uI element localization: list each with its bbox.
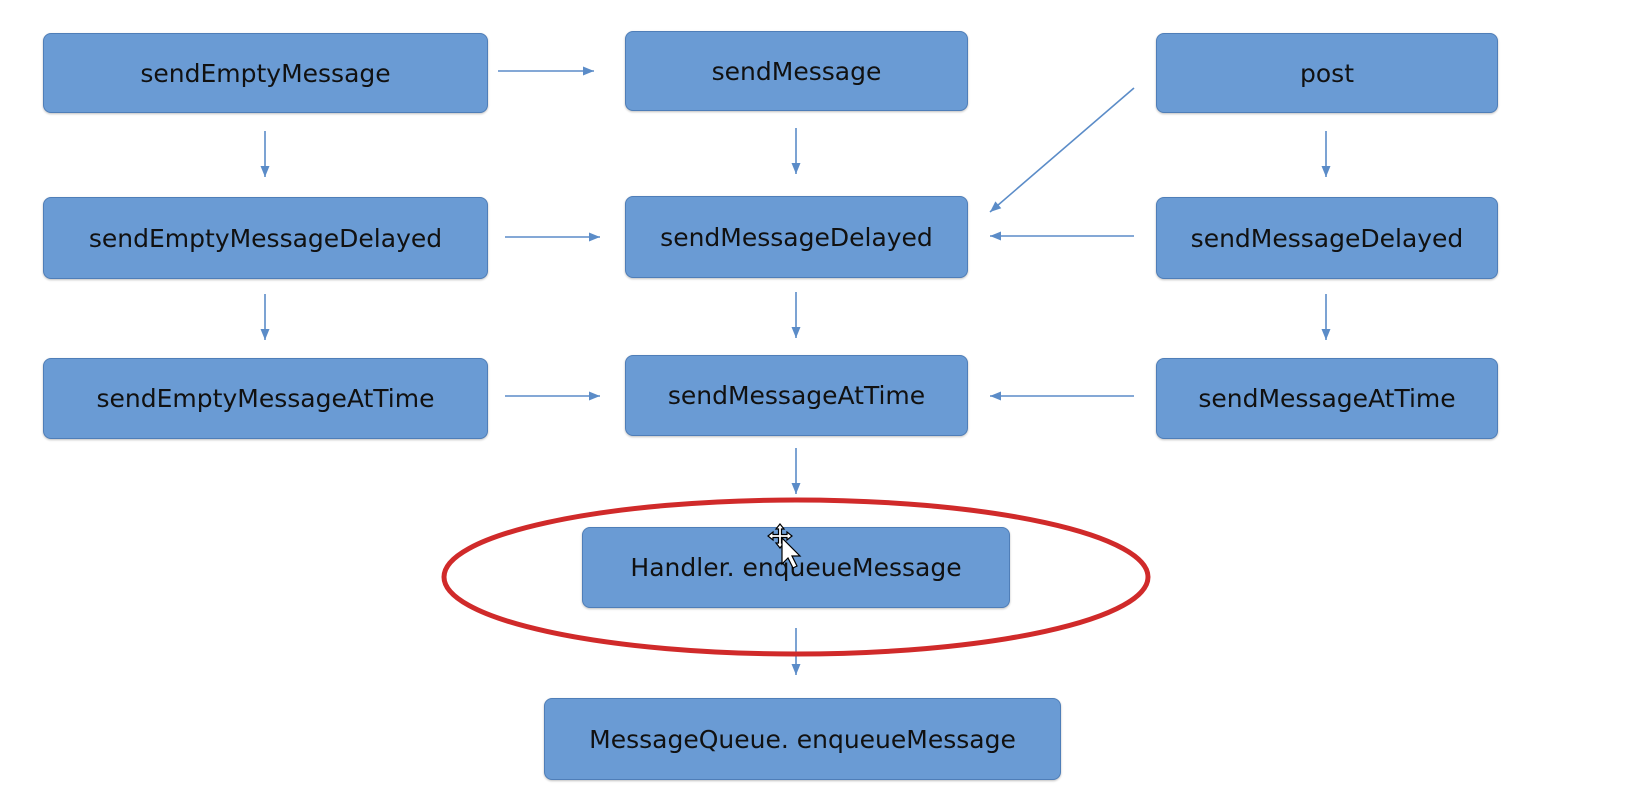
node-label: sendMessageAtTime xyxy=(667,381,926,410)
arrowhead-icon xyxy=(791,664,801,675)
node-send-message-at-time: sendMessageAtTime xyxy=(625,355,968,436)
connector-sendMessage-to-sendMessageDelayed xyxy=(791,128,801,174)
connector-postSendMessageDelayed-to-sendMessageDelayed xyxy=(990,231,1134,241)
node-post-send-message-at-time: sendMessageAtTime xyxy=(1156,358,1498,439)
arrowhead-icon xyxy=(791,163,801,174)
node-post-send-message-delayed: sendMessageDelayed xyxy=(1156,197,1498,279)
node-handler-enqueue-message: Handler. enqueueMessage xyxy=(582,527,1010,608)
node-send-message: sendMessage xyxy=(625,31,968,111)
connector-postSendMessageAtTime-to-sendMessageAtTime xyxy=(990,391,1134,401)
node-message-queue-enqueue-message: MessageQueue. enqueueMessage xyxy=(544,698,1061,780)
node-label: sendMessage xyxy=(711,56,882,86)
node-send-message-delayed: sendMessageDelayed xyxy=(625,196,968,278)
connector-post-to-postSendMessageDelayed xyxy=(1321,131,1331,177)
arrowhead-icon xyxy=(1321,166,1331,177)
node-post: post xyxy=(1156,33,1498,113)
connector-sendEmptyMessageDelayed-to-sendMessageDelayed xyxy=(505,232,600,242)
node-label: MessageQueue. enqueueMessage xyxy=(589,724,1016,754)
connector-sendEmptyMessageAtTime-to-sendMessageAtTime xyxy=(505,391,600,401)
connector-sendEmptyMessageDelayed-to-sendEmptyMessageAtTime xyxy=(260,294,270,340)
node-label: sendMessageAtTime xyxy=(1198,384,1456,413)
arrowhead-icon xyxy=(589,232,600,242)
arrowhead-icon xyxy=(583,66,594,76)
connector-sendEmptyMessage-to-sendMessage xyxy=(498,66,594,76)
arrowhead-icon xyxy=(990,391,1001,401)
node-send-empty-message: sendEmptyMessage xyxy=(43,33,488,113)
connector-postSendMessageDelayed-to-postSendMessageAtTime xyxy=(1321,294,1331,340)
arrowhead-icon xyxy=(260,329,270,340)
connector-post-to-sendMessageDelayed xyxy=(989,87,1135,213)
node-label: sendEmptyMessage xyxy=(140,58,391,88)
node-send-empty-message-at-time: sendEmptyMessageAtTime xyxy=(43,358,488,439)
node-label: sendMessageDelayed xyxy=(1190,223,1464,253)
node-label: sendEmptyMessageAtTime xyxy=(96,384,435,413)
connector-line xyxy=(989,87,1135,213)
arrowhead-icon xyxy=(791,327,801,338)
arrowhead-icon xyxy=(1321,329,1331,340)
arrowhead-icon xyxy=(990,231,1001,241)
node-label: post xyxy=(1300,58,1354,88)
node-send-empty-message-delayed: sendEmptyMessageDelayed xyxy=(43,197,488,279)
node-label: sendMessageDelayed xyxy=(660,222,933,252)
arrowhead-icon xyxy=(589,391,600,401)
connector-sendEmptyMessage-to-sendEmptyMessageDelayed xyxy=(260,131,270,177)
connector-sendMessageDelayed-to-sendMessageAtTime xyxy=(791,292,801,338)
connector-handlerEnqueue-to-queueEnqueue xyxy=(791,628,801,675)
arrowhead-icon xyxy=(791,483,801,494)
connector-sendMessageAtTime-to-handlerEnqueue xyxy=(791,448,801,494)
arrowhead-icon xyxy=(260,166,270,177)
arrowhead-icon xyxy=(990,201,1002,212)
node-label: Handler. enqueueMessage xyxy=(630,553,962,582)
node-label: sendEmptyMessageDelayed xyxy=(88,223,443,253)
